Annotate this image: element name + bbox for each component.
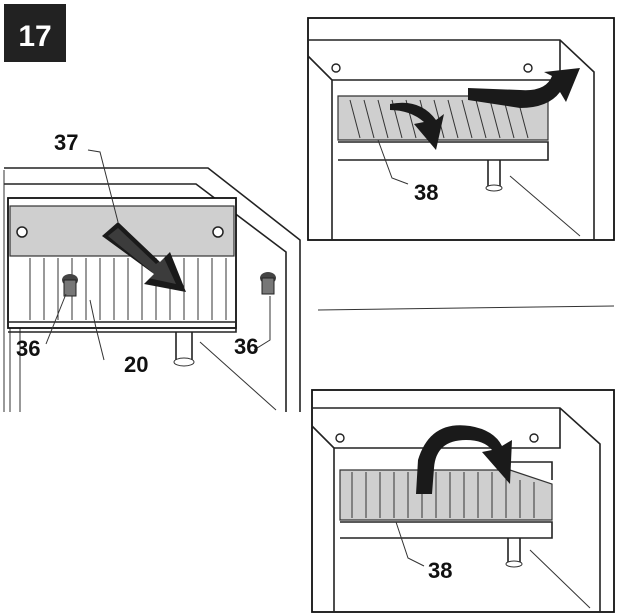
screw-left [62, 274, 78, 297]
step-badge: 17 [4, 4, 66, 62]
divider [317, 305, 615, 311]
step-number: 17 [18, 20, 51, 53]
label-36-left: 36 [16, 336, 40, 361]
curved-arrow-icon [390, 68, 580, 150]
arrow-down-right-icon [102, 222, 186, 292]
screw-right [260, 272, 276, 295]
curved-arrow-icon [416, 425, 512, 494]
inset-top: 38 [307, 17, 615, 241]
main-diagram: 37 36 20 36 [3, 130, 301, 412]
label-38-bottom: 38 [428, 558, 452, 583]
label-20: 20 [124, 352, 148, 377]
label-37: 37 [54, 130, 78, 155]
rack-bottom-ribs [351, 472, 535, 518]
label-36-right: 36 [234, 334, 258, 359]
label-38-top: 38 [414, 180, 438, 205]
inset-bottom: 38 [311, 389, 615, 613]
